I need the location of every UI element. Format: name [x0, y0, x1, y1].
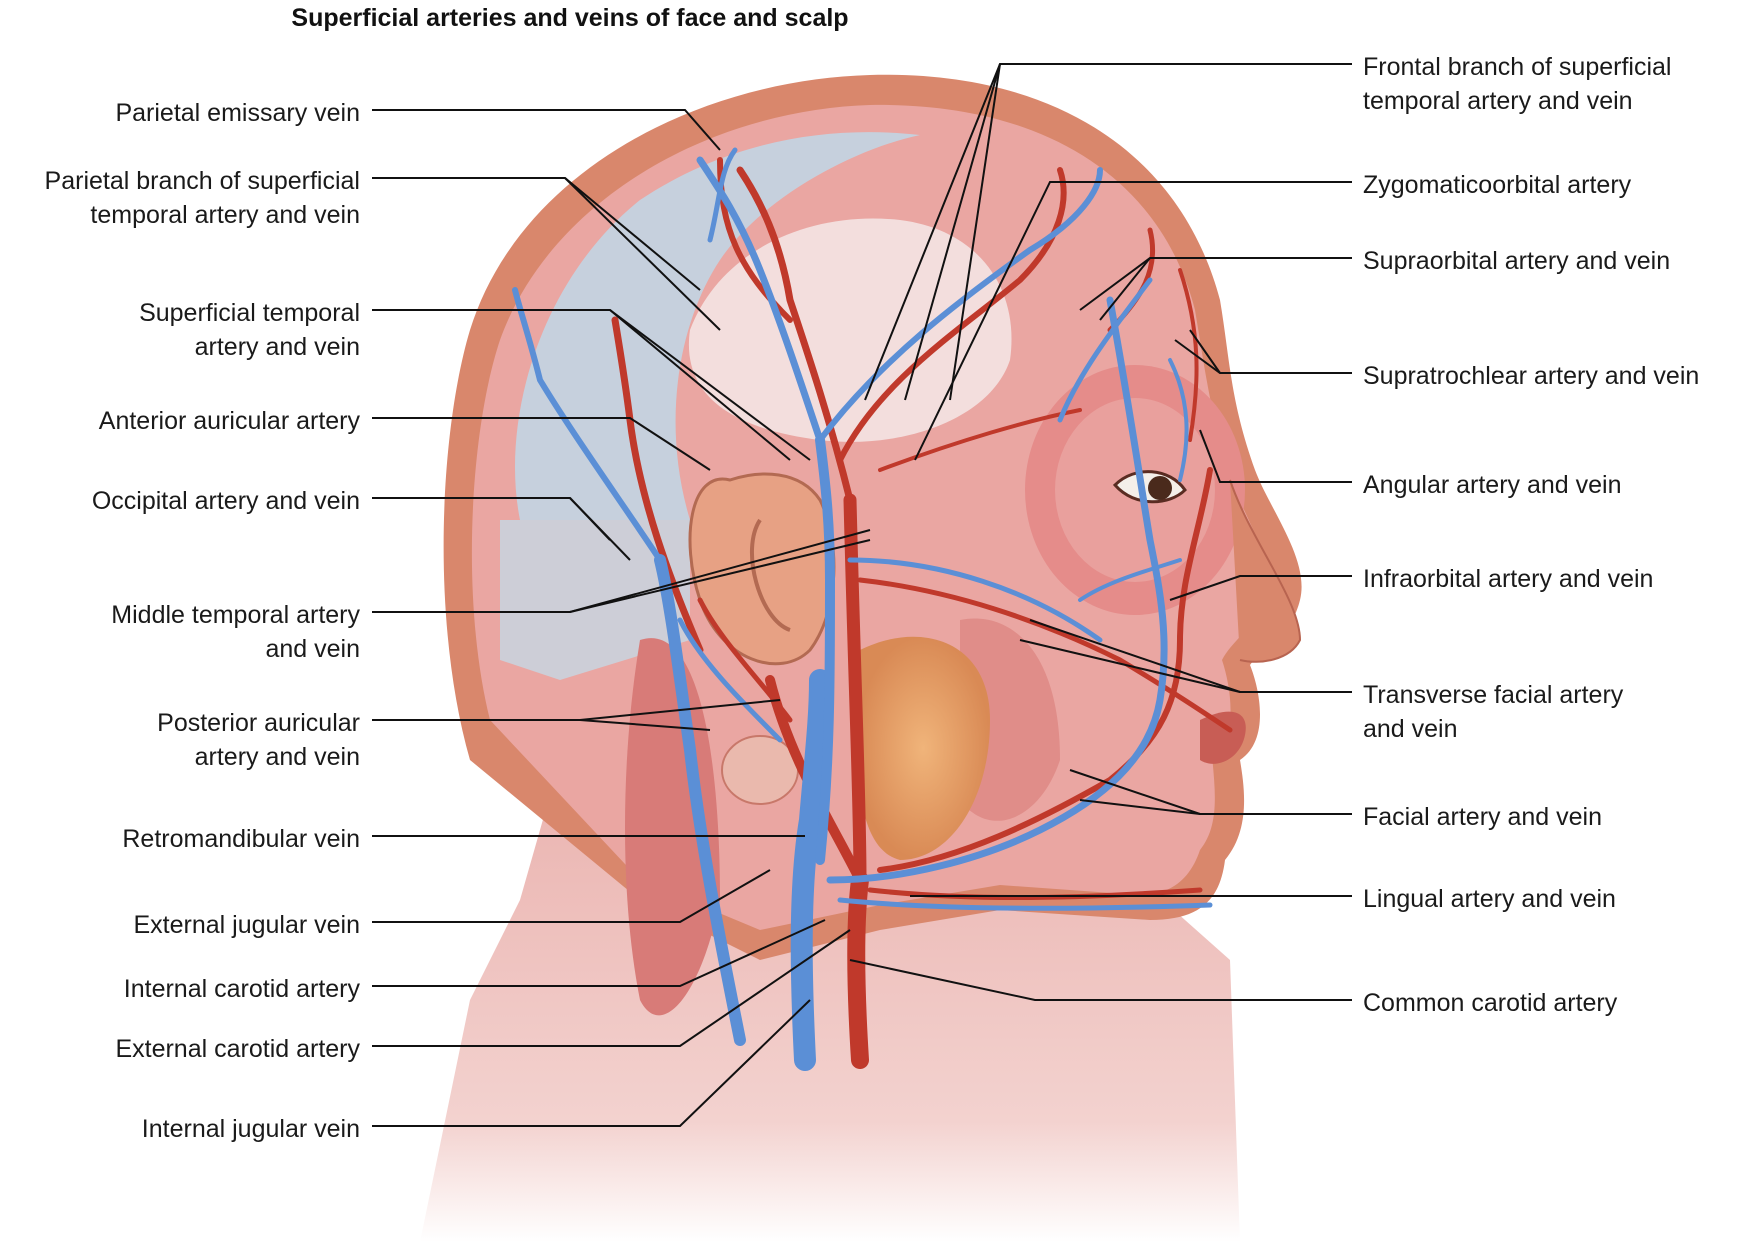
lingual-artery [867, 887, 1203, 900]
temporal-fascia [688, 218, 1012, 442]
label-external-carotid-artery: External carotid artery [115, 1035, 360, 1063]
superficial-temporal-artery [736, 166, 854, 504]
leader-internal-jugular [372, 999, 811, 1127]
supraorbital-vein [1057, 277, 1153, 423]
leader-infraorbital [1169, 575, 1352, 601]
facial-artery [877, 467, 1213, 873]
facial-vein [826, 296, 1168, 884]
lymph-node [721, 735, 799, 805]
label-zygomaticoorbital-artery: Zygomaticoorbital artery [1363, 171, 1632, 199]
label-superficial-temporal: Superficial temporal artery and vein [139, 299, 360, 361]
angular-vein [1168, 358, 1189, 482]
leader-middle-temporal-2 [569, 539, 871, 613]
frontal-branch-vein [817, 167, 1103, 443]
leader-external-carotid [372, 929, 851, 1047]
parietal-emissary-vein [707, 147, 738, 243]
label-retromandibular-vein: Retromandibular vein [122, 825, 360, 853]
lips [1200, 711, 1246, 764]
leader-frontal-branch-2 [904, 63, 1001, 401]
leader-external-jugular [372, 869, 771, 923]
transverse-facial-artery [857, 577, 1233, 733]
frontal-branch-artery [837, 167, 1067, 463]
external-carotid-path [843, 493, 867, 887]
ear [688, 472, 836, 666]
label-occipital: Occipital artery and vein [91, 487, 360, 515]
leader-supraorbital-2 [1099, 257, 1151, 321]
leader-lines [372, 63, 1352, 1127]
parotid-gland [856, 636, 990, 860]
leader-supratrochlear-2 [1189, 329, 1221, 374]
transverse-facial-vein [847, 557, 1103, 643]
label-infraorbital: Infraorbital artery and vein [1363, 565, 1654, 593]
leader-internal-carotid [372, 919, 826, 987]
leader-parietal-emissary [372, 109, 721, 151]
label-frontal-branch-superficial-temporal: Frontal branch of superficial temporal a… [1363, 53, 1672, 115]
leader-frontal-branch-3 [949, 63, 1001, 401]
external-jugular-vein [654, 554, 746, 1046]
leader-superficial-temporal-2 [609, 309, 811, 461]
leader-facial-2 [1079, 799, 1201, 815]
label-supratrochlear: Supratrochlear artery and vein [1363, 362, 1700, 390]
label-supraorbital: Supraorbital artery and vein [1363, 247, 1671, 275]
label-facial: Facial artery and vein [1363, 803, 1603, 831]
occipital-vein [512, 287, 663, 563]
leader-parietal-branch-2 [564, 177, 721, 331]
label-parietal-branch-superficial-temporal: Parietal branch of superficial temporal … [44, 167, 360, 229]
label-angular: Angular artery and vein [1363, 471, 1622, 499]
common-carotid-artery [847, 871, 869, 1069]
leader-common-carotid [849, 959, 1352, 1001]
figure-title: Superficial arteries and veins of face a… [291, 4, 849, 32]
label-common-carotid-artery: Common carotid artery [1363, 989, 1618, 1017]
label-transverse-facial: Transverse facial artery and vein [1363, 681, 1624, 743]
nose [1229, 479, 1302, 663]
leader-transverse-facial-2 [1019, 639, 1241, 693]
leader-occipital-2 [569, 497, 631, 561]
label-parietal-emissary-vein: Parietal emissary vein [115, 99, 360, 127]
label-posterior-auricular: Posterior auricular artery and vein [157, 709, 360, 771]
lingual-vein [837, 897, 1213, 911]
label-middle-temporal: Middle temporal artery and vein [111, 601, 360, 663]
infraorbital-vein [1078, 558, 1182, 602]
occipital-artery [611, 316, 704, 654]
label-anterior-auricular-artery: Anterior auricular artery [98, 407, 360, 435]
label-lingual: Lingual artery and vein [1363, 885, 1616, 913]
leader-posterior-auricular-2 [579, 719, 711, 731]
leader-angular [1199, 429, 1352, 483]
leader-zygomaticoorbital [914, 181, 1352, 461]
label-internal-jugular-vein: Internal jugular vein [141, 1115, 360, 1143]
leader-anterior-auricular [372, 417, 711, 471]
masseter [960, 618, 1060, 821]
veins [512, 147, 1213, 1071]
internal-jugular-vein [790, 669, 831, 1071]
label-internal-carotid-artery: Internal carotid artery [123, 975, 360, 1003]
posterior-auricular-artery [697, 597, 793, 723]
label-external-jugular-vein: External jugular vein [133, 911, 360, 939]
retromandibular-vein [815, 435, 835, 865]
posterior-auricular-vein [677, 617, 783, 743]
